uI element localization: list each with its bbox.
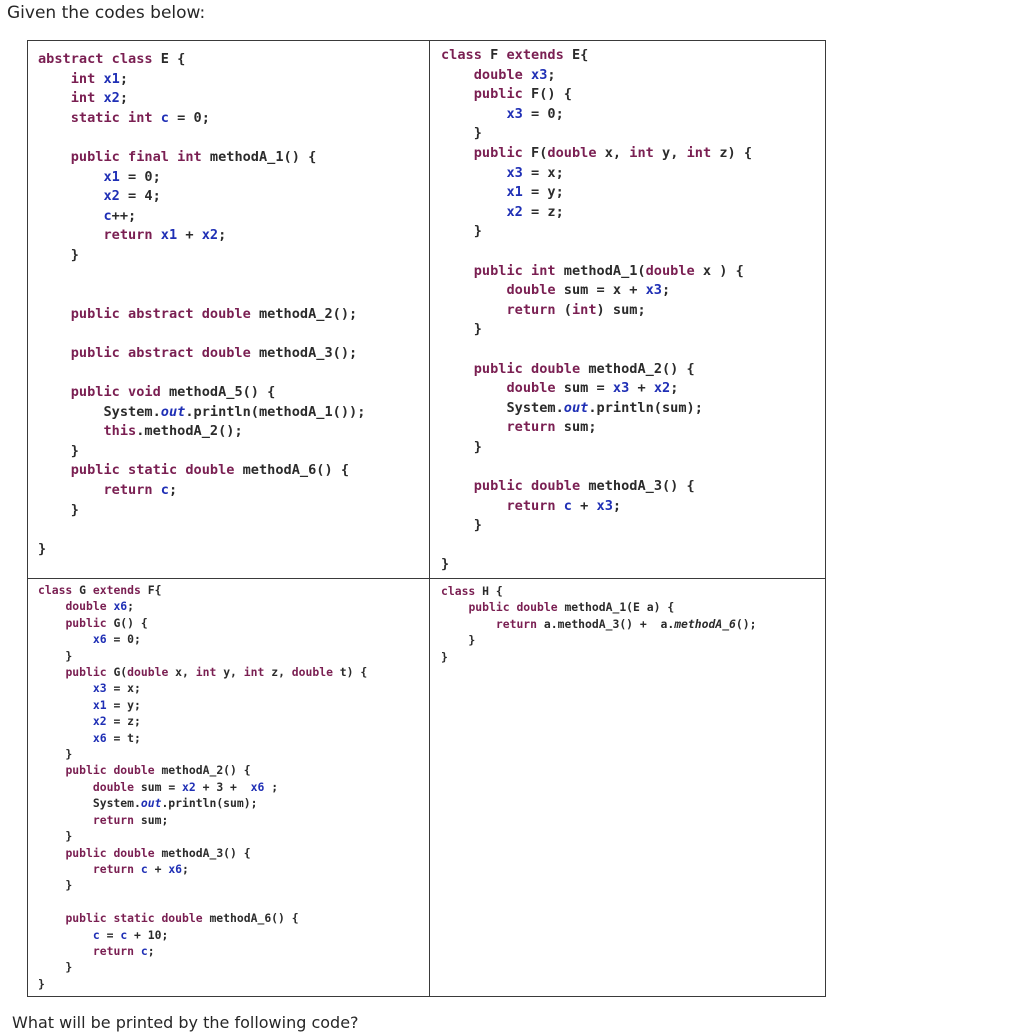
code-table: abstract class E { int x1; int x2; stati… <box>27 40 826 997</box>
class-f-code: class F extends E{ double x3; public F()… <box>441 47 753 573</box>
question-heading: Given the codes below: <box>7 3 206 23</box>
row-divider <box>28 578 825 579</box>
class-h-cell: class H { public double methodA_1(E a) {… <box>441 583 757 665</box>
class-g-code: class G extends F{ double x6; public G()… <box>38 583 368 991</box>
class-e-cell: abstract class E { int x1; int x2; stati… <box>38 50 365 559</box>
class-e-code: abstract class E { int x1; int x2; stati… <box>38 51 366 557</box>
question-footer: What will be printed by the following co… <box>12 1013 359 1032</box>
class-h-code: class H { public double methodA_1(E a) {… <box>441 584 757 664</box>
class-f-cell: class F extends E{ double x3; public F()… <box>441 46 752 575</box>
column-divider <box>429 41 430 996</box>
class-g-cell: class G extends F{ double x6; public G()… <box>38 582 367 992</box>
